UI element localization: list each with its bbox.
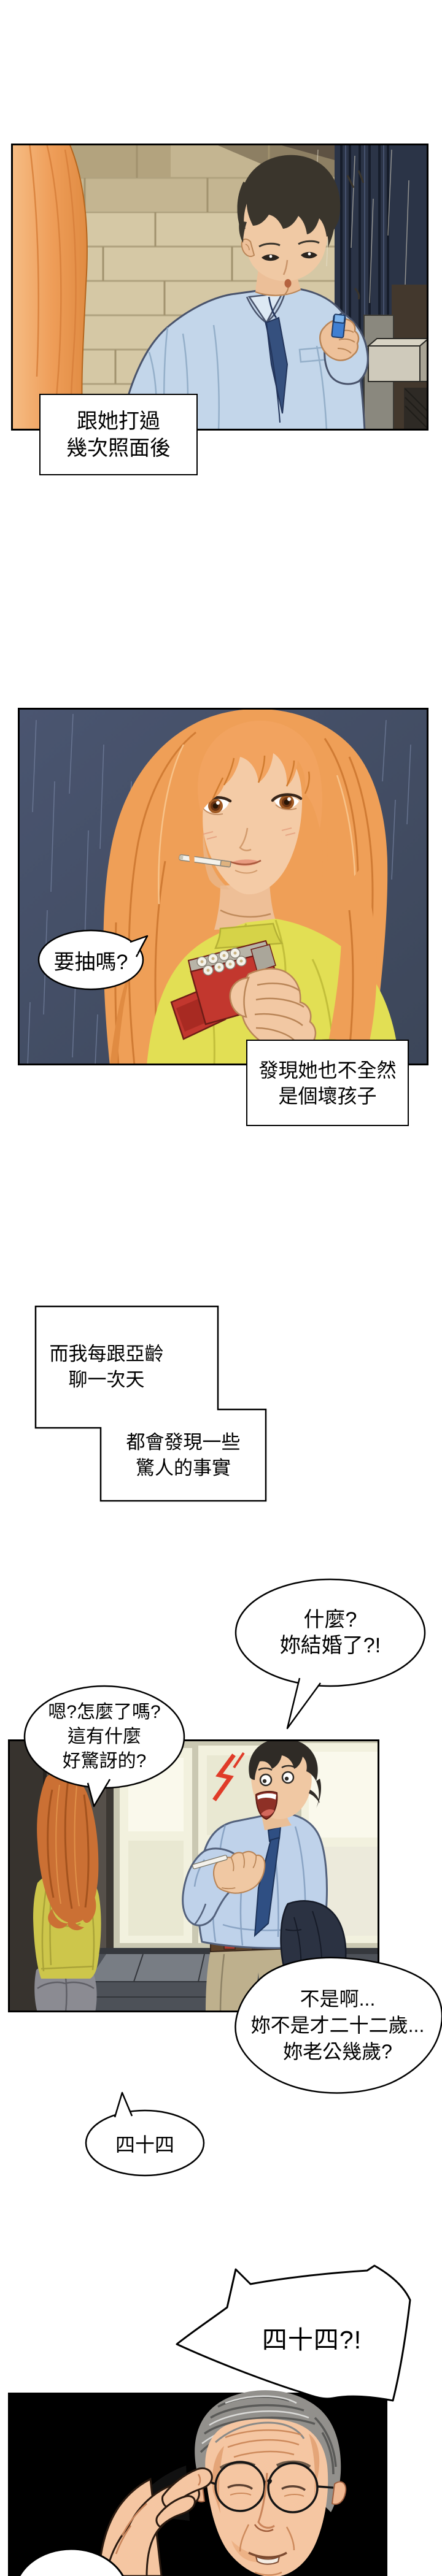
intercom-box <box>363 285 428 431</box>
round-glasses <box>194 2461 334 2513</box>
forty-four-shout-line: 四十四?! <box>262 2326 362 2354</box>
why-surprised-bubble <box>23 1685 185 1807</box>
caption-every-chat-b-line-2: 驚人的事實 <box>136 1457 231 1479</box>
shout-bubble-shape <box>176 2264 411 2402</box>
husband-age-line-1: 不是啊... <box>300 1988 376 2010</box>
panel-4-artwork <box>8 2264 411 2576</box>
offer-smoke-line: 要抽嗎? <box>53 951 128 974</box>
why-surprised-line-3: 好驚訝的? <box>62 1750 147 1771</box>
caption-every-chat-boxes <box>34 1305 267 1502</box>
married-line-1: 什麼? <box>303 1608 357 1631</box>
husband-age-text: 不是啊... 妳不是才二十二歲... 妳老公幾歲? <box>236 1966 439 2085</box>
panel-3-artwork <box>8 1739 379 2012</box>
caption-every-chat-b-text: 都會發現一些 驚人的事實 <box>101 1409 266 1501</box>
husband-age-bubble <box>235 1957 442 2094</box>
shocked-man-figure <box>182 1739 347 2012</box>
caption-met-her-line-2: 幾次照面後 <box>66 436 171 460</box>
man-figure <box>118 155 369 431</box>
caption-every-chat-a-line-1: 而我每跟亞齡 <box>49 1343 164 1365</box>
offer-smoke-bubble <box>37 929 149 991</box>
why-surprised-line-1: 嗯?怎麼了嗎? <box>48 1701 161 1722</box>
husband-age-line-2: 妳不是才二十二歲... <box>250 2014 425 2036</box>
old-man-figure <box>98 2390 347 2576</box>
caption-met-her: 跟她打過 幾次照面後 <box>39 394 198 475</box>
panel-1-artwork <box>11 144 428 431</box>
caption-not-bad-kid: 發現她也不全然 是個壞孩子 <box>246 1040 409 1126</box>
married-line-2: 妳結婚了?! <box>279 1634 381 1657</box>
woman-hair-back <box>11 144 87 431</box>
why-surprised-text: 嗯?怎麼了嗎? 這有什麼 好驚訝的? <box>25 1687 184 1787</box>
forty-four-bubble <box>85 2091 205 2177</box>
caption-met-her-line-1: 跟她打過 <box>77 409 160 433</box>
husband-age-line-3: 妳老公幾歲? <box>283 2041 392 2063</box>
why-surprised-line-2: 這有什麼 <box>68 1726 141 1747</box>
caption-every-chat-a-line-2: 聊一次天 <box>68 1369 145 1390</box>
forty-four-line: 四十四 <box>115 2134 174 2156</box>
offering-hand <box>229 968 317 1054</box>
woman-back-figure <box>33 1771 101 2012</box>
forty-four-text: 四十四 <box>86 2111 204 2176</box>
caption-not-bad-kid-line-1: 發現她也不全然 <box>258 1059 397 1081</box>
married-bubble <box>235 1578 426 1730</box>
partial-bubble <box>18 2548 125 2576</box>
married-text: 什麼? 妳結婚了?! <box>236 1579 425 1686</box>
caption-every-chat-b-line-1: 都會發現一些 <box>126 1431 241 1453</box>
forty-four-shout-text: 四十四?! <box>256 2318 368 2356</box>
caption-not-bad-kid-line-2: 是個壞孩子 <box>278 1084 377 1107</box>
panel-2-artwork <box>18 708 428 1065</box>
shock-lightning-icon <box>212 1754 236 1801</box>
offer-smoke-text: 要抽嗎? <box>39 931 142 989</box>
caption-every-chat-a-text: 而我每跟亞齡 聊一次天 <box>15 1306 198 1428</box>
